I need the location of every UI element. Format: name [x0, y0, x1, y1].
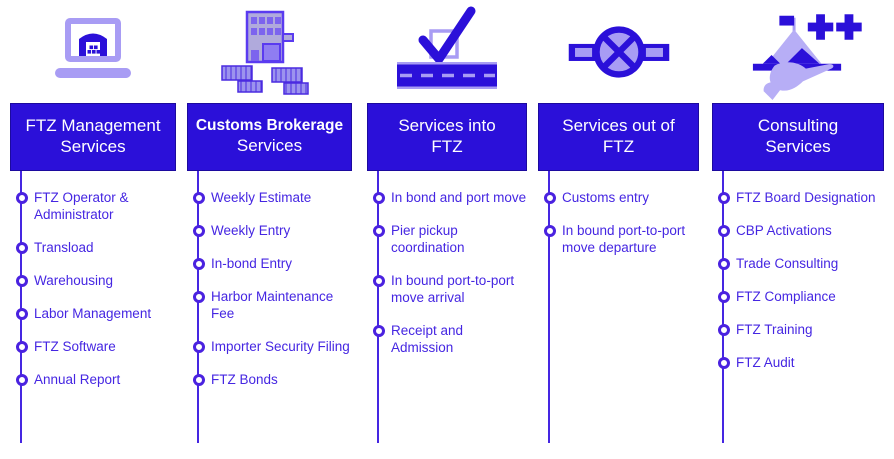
header-services-out-of-ftz: Services out of FTZ [538, 103, 699, 171]
column-consulting-services: Consulting Services FTZ Board Designatio… [712, 0, 884, 443]
list-item: FTZ Operator & Administrator [16, 189, 176, 223]
connector-line [722, 171, 724, 443]
connector-line [197, 171, 199, 443]
list-item: Warehousing [16, 272, 176, 289]
header-ftz-management-services: FTZ Management Services [10, 103, 176, 171]
list-item: FTZ Board Designation [718, 189, 884, 206]
connector-line [548, 171, 550, 443]
header-line1: Consulting [757, 116, 839, 136]
list-item: In bound port-to-port move arrival [373, 272, 527, 306]
pipeline-valve-icon [538, 0, 699, 103]
list-consulting-services: FTZ Board Designation CBP Activations Tr… [712, 171, 884, 443]
list-item: CBP Activations [718, 222, 884, 239]
list-item: Pier pickup coordination [373, 222, 527, 256]
header-line2: Services [236, 136, 303, 156]
list-item: In-bond Entry [193, 255, 352, 272]
list-item: Weekly Estimate [193, 189, 352, 206]
list-item: Importer Security Filing [193, 338, 352, 355]
header-line2: Services [765, 137, 831, 156]
header-line1: FTZ Management [25, 116, 161, 136]
list-item: Transload [16, 239, 176, 256]
list-item: Receipt and Admission [373, 322, 527, 356]
column-ftz-management-services: FTZ Management Services FTZ Operator & A… [10, 0, 176, 443]
list-customs-brokerage: Weekly Estimate Weekly Entry In-bond Ent… [187, 171, 352, 443]
header-line1: Services out of [562, 116, 675, 136]
list-item: Customs entry [544, 189, 699, 206]
hand-tray-achievement-icon [712, 0, 884, 103]
header-line2: FTZ [431, 137, 463, 156]
header-customs-brokerage-services: Customs Brokerage Services [187, 103, 352, 171]
list-item: Weekly Entry [193, 222, 352, 239]
connector-line [20, 171, 22, 443]
list-item: In bond and port move [373, 190, 527, 205]
header-consulting-services: Consulting Services [712, 103, 884, 171]
header-line2: FTZ [602, 137, 635, 156]
building-containers-icon [187, 0, 352, 103]
road-checkmark-icon [367, 0, 527, 103]
list-item: Annual Report [16, 371, 176, 388]
header-line1: Customs Brokerage [195, 117, 344, 135]
laptop-warehouse-icon [10, 0, 176, 103]
list-item: FTZ Compliance [718, 288, 884, 305]
column-services-out-of-ftz: Services out of FTZ Customs entry In bou… [538, 0, 699, 443]
list-ftz-management: FTZ Operator & Administrator Transload W… [10, 171, 176, 443]
list-item: FTZ Audit [718, 354, 884, 371]
list-services-into-ftz: In bond and port move Pier pickup coordi… [367, 171, 527, 443]
connector-line [377, 171, 379, 443]
column-services-into-ftz: Services into FTZ In bond and port move … [367, 0, 527, 443]
list-services-out-of-ftz: Customs entry In bound port-to-port move… [538, 171, 699, 443]
header-services-into-ftz: Services into FTZ [367, 103, 527, 171]
list-item: FTZ Bonds [193, 371, 352, 388]
list-item: Labor Management [16, 305, 176, 322]
header-line2: Services [60, 137, 126, 156]
list-item: In bound port-to-port move departure [544, 222, 699, 256]
list-item: Trade Consulting [718, 255, 884, 272]
header-line1: Services into [398, 116, 496, 136]
list-item: Harbor Maintenance Fee [193, 288, 352, 322]
list-item: FTZ Software [16, 338, 176, 355]
list-item: FTZ Training [718, 321, 884, 338]
column-customs-brokerage-services: Customs Brokerage Services Weekly Estima… [187, 0, 352, 443]
